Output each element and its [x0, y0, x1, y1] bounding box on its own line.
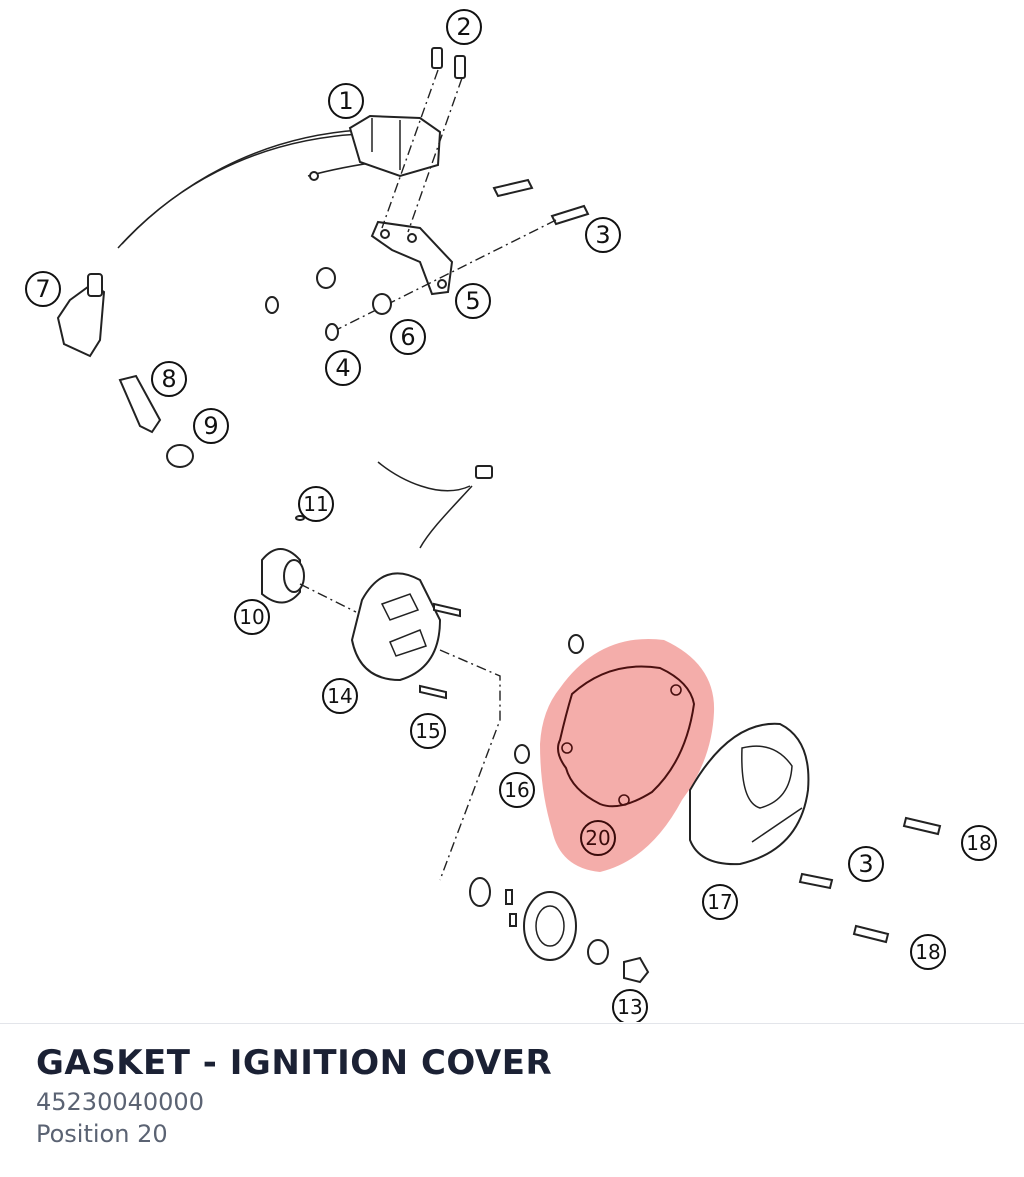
- screw: [419, 684, 447, 700]
- footer-divider: [0, 1023, 1024, 1024]
- svg-text:17: 17: [707, 890, 732, 914]
- spark-plug: [118, 374, 162, 434]
- svg-text:7: 7: [35, 275, 50, 303]
- svg-text:18: 18: [915, 940, 940, 964]
- callout-7[interactable]: 7: [25, 271, 61, 307]
- gear-wheel: [523, 891, 577, 961]
- bolt: [431, 47, 443, 69]
- svg-text:10: 10: [239, 605, 264, 629]
- rubber-bushing: [316, 267, 336, 289]
- washer: [587, 939, 609, 965]
- sleeve: [265, 296, 279, 314]
- callout-6[interactable]: 6: [390, 319, 426, 355]
- ignition-coil-assembly: [117, 47, 590, 341]
- bolt: [550, 204, 590, 226]
- bolt: [492, 178, 534, 198]
- svg-text:16: 16: [504, 778, 529, 802]
- callout-18-lower[interactable]: 18: [910, 934, 946, 970]
- svg-text:18: 18: [966, 831, 991, 855]
- svg-text:15: 15: [415, 719, 440, 743]
- callout-13[interactable]: 13: [612, 989, 648, 1022]
- callout-15[interactable]: 15: [410, 713, 446, 749]
- nut: [623, 956, 650, 984]
- callout-18-upper[interactable]: 18: [961, 825, 997, 861]
- stator-wire: [377, 461, 471, 492]
- svg-text:8: 8: [161, 365, 176, 393]
- svg-text:4: 4: [335, 354, 350, 382]
- part-number: 45230040000: [36, 1088, 204, 1116]
- bolt: [798, 872, 834, 890]
- part-info-footer: GASKET - IGNITION COVER 45230040000 Posi…: [36, 1040, 988, 1150]
- callout-3[interactable]: 3: [585, 217, 621, 253]
- callout-9[interactable]: 9: [193, 408, 229, 444]
- rubber-bushing: [372, 293, 392, 315]
- part-position: Position 20: [36, 1120, 168, 1148]
- callout-16[interactable]: 16: [499, 772, 535, 808]
- callout-8[interactable]: 8: [151, 361, 187, 397]
- svg-text:9: 9: [203, 412, 218, 440]
- svg-text:20: 20: [585, 826, 610, 850]
- callout-17[interactable]: 17: [702, 884, 738, 920]
- svg-text:5: 5: [465, 287, 480, 315]
- svg-text:13: 13: [617, 995, 642, 1019]
- callout-11[interactable]: 11: [298, 486, 334, 522]
- svg-text:1: 1: [338, 87, 353, 115]
- callout-1[interactable]: 1: [328, 83, 364, 119]
- dowel-pin: [568, 634, 584, 654]
- callout-5[interactable]: 5: [455, 283, 491, 319]
- exploded-parts-diagram: 1 2 3 4 5 6 7 8 9 10 11 13 14 15 16 17 1…: [25, 9, 997, 1022]
- bolt: [902, 816, 942, 836]
- callout-14[interactable]: 14: [322, 678, 358, 714]
- screw: [433, 602, 461, 618]
- svg-text:11: 11: [303, 492, 328, 516]
- coil-bracket: [370, 220, 454, 296]
- callout-4[interactable]: 4: [325, 350, 361, 386]
- sleeve: [325, 323, 339, 341]
- callout-10[interactable]: 10: [234, 599, 270, 635]
- bearing: [469, 877, 491, 907]
- svg-text:3: 3: [858, 850, 873, 878]
- spark-plug-parts: [56, 273, 194, 468]
- gasket-highlight-area[interactable]: [540, 639, 715, 872]
- highlighted-gasket[interactable]: [540, 639, 715, 872]
- svg-text:2: 2: [456, 13, 471, 41]
- generator-assembly: [261, 461, 942, 984]
- svg-text:3: 3: [595, 221, 610, 249]
- bolt: [852, 924, 890, 944]
- ignition-cover: [689, 722, 810, 866]
- o-ring: [166, 444, 194, 468]
- callout-20-highlighted[interactable]: 20: [580, 820, 616, 856]
- svg-text:14: 14: [327, 684, 352, 708]
- woodruff-key: [295, 515, 305, 521]
- ignition-coil: [348, 114, 442, 178]
- gasket-ignition-cover: [557, 665, 696, 808]
- callout-2[interactable]: 2: [446, 9, 482, 45]
- bolt: [454, 55, 466, 79]
- hv-cable: [117, 133, 361, 249]
- svg-text:6: 6: [400, 323, 415, 351]
- dowel-pin: [514, 744, 530, 764]
- callout-3-lower[interactable]: 3: [848, 846, 884, 882]
- stator-plate: [350, 572, 442, 682]
- part-title: GASKET - IGNITION COVER: [36, 1043, 553, 1083]
